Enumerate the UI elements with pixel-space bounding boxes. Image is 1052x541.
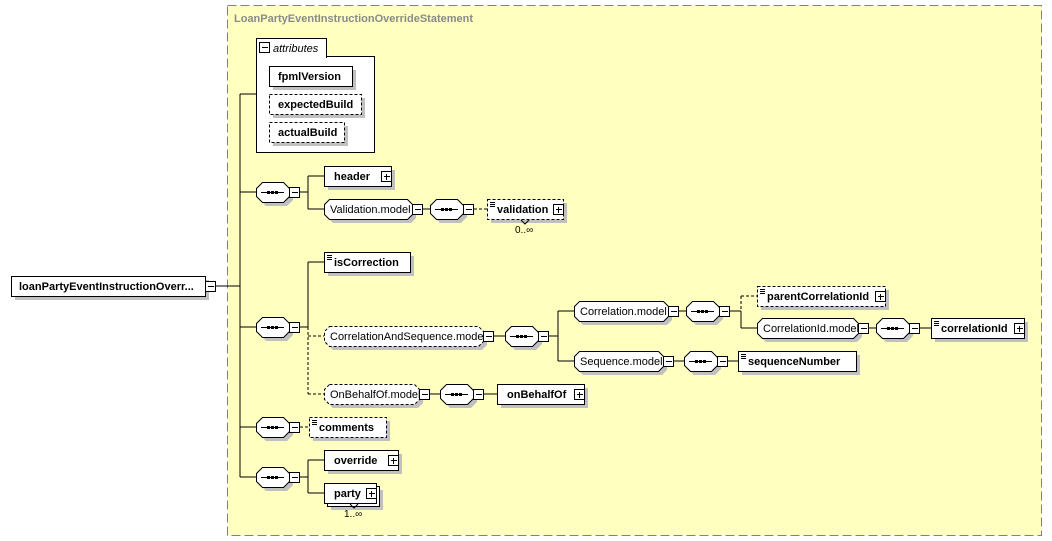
sequence-icon [881, 327, 904, 330]
group-sequence-model[interactable]: Sequence.model [574, 351, 668, 376]
sequence-compositor[interactable] [256, 467, 294, 492]
group-label: Validation.model [330, 204, 411, 216]
collapse-icon[interactable] [412, 204, 423, 215]
element-label: comments [319, 422, 374, 434]
collapse-icon[interactable] [909, 323, 920, 334]
collapse-icon[interactable] [289, 322, 300, 333]
sequence-compositor[interactable] [505, 326, 543, 351]
sequence-icon [261, 476, 284, 479]
group-validation-model[interactable]: Validation.model [324, 199, 417, 224]
connector-lines [216, 93, 931, 494]
sequence-compositor[interactable] [256, 317, 294, 342]
collapse-icon[interactable] [289, 472, 300, 483]
expand-icon[interactable] [574, 389, 585, 400]
attribute-actualBuild[interactable]: actualBuild [269, 122, 349, 147]
type-name: LoanPartyEventInstructionOverrideStateme… [234, 13, 473, 25]
attribute-fpmlVersion[interactable]: fpmlVersion [269, 66, 357, 91]
group-correlation-model[interactable]: Correlation.model [574, 301, 673, 326]
sequence-icon [261, 326, 284, 329]
expand-icon[interactable] [381, 171, 392, 182]
expand-icon[interactable] [1014, 323, 1025, 334]
sequence-compositor[interactable] [684, 351, 722, 376]
sequence-icon [435, 208, 458, 211]
simple-type-icon [741, 354, 746, 359]
element-override[interactable]: override [324, 450, 403, 475]
expand-icon[interactable] [875, 291, 886, 302]
element-label: parentCorrelationId [767, 291, 869, 303]
element-label: party [334, 488, 362, 500]
element-parent-correlation-id[interactable]: parentCorrelationId [757, 286, 890, 311]
collapse-icon[interactable] [463, 204, 474, 215]
sequence-compositor[interactable] [430, 199, 468, 224]
collapse-icon[interactable] [663, 356, 674, 367]
attributes-label: attributes [273, 43, 319, 55]
attribute-label: actualBuild [278, 127, 337, 139]
element-validation[interactable]: validation 0..∞ [487, 199, 568, 237]
occurrence-label: 0..∞ [515, 225, 533, 236]
collapse-icon[interactable] [473, 389, 484, 400]
element-label: onBehalfOf [507, 389, 567, 401]
sequence-icon [691, 310, 714, 313]
expand-icon[interactable] [553, 204, 564, 215]
sequence-compositor[interactable] [876, 318, 914, 343]
sequence-icon [261, 191, 284, 194]
collapse-icon[interactable] [538, 331, 549, 342]
sequence-compositor[interactable] [440, 384, 478, 409]
group-label: CorrelationId.model [763, 323, 859, 335]
sequence-icon [689, 360, 712, 363]
attribute-expectedBuild[interactable]: expectedBuild [269, 94, 366, 119]
element-label: validation [497, 204, 549, 216]
group-on-behalf-of-model[interactable]: OnBehalfOf.model [324, 384, 424, 409]
element-label: correlationId [941, 323, 1008, 335]
sequence-compositor[interactable] [686, 301, 724, 326]
group-label: OnBehalfOf.model [330, 389, 421, 401]
collapse-icon[interactable] [259, 42, 270, 53]
element-header[interactable]: header [324, 166, 396, 191]
attribute-label: fpmlVersion [278, 71, 341, 83]
element-label: override [334, 455, 377, 467]
sequence-compositor[interactable] [256, 182, 294, 207]
occurrence-marker [349, 503, 359, 509]
element-comments[interactable]: comments [309, 417, 391, 442]
simple-type-icon [934, 321, 939, 326]
collapse-icon[interactable] [858, 323, 869, 334]
simple-type-icon [760, 289, 765, 294]
expand-icon[interactable] [366, 488, 377, 499]
group-label: Correlation.model [580, 306, 667, 318]
occurrence-marker [520, 219, 530, 225]
group-correlation-id-model[interactable]: CorrelationId.model [757, 318, 863, 343]
expand-icon[interactable] [388, 455, 399, 466]
collapse-icon[interactable] [719, 306, 730, 317]
element-label: isCorrection [334, 257, 399, 269]
collapse-icon[interactable] [289, 422, 300, 433]
sequence-icon [261, 426, 284, 429]
element-label: header [334, 171, 371, 183]
attribute-label: expectedBuild [278, 99, 353, 111]
group-label: CorrelationAndSequence.model [330, 331, 486, 343]
occurrence-label: 1..∞ [344, 509, 362, 520]
group-label: Sequence.model [580, 356, 663, 368]
attributes-group: attributes fpmlVersion expectedBuild actual… [256, 38, 375, 153]
simple-type-icon [327, 255, 332, 260]
root-element-label: loanPartyEventInstructionOverr... [19, 281, 194, 293]
collapse-icon[interactable] [717, 356, 728, 367]
group-correlation-and-sequence-model[interactable]: CorrelationAndSequence.model [324, 326, 488, 351]
collapse-icon[interactable] [205, 281, 216, 292]
element-sequence-number[interactable]: sequenceNumber [738, 351, 861, 376]
collapse-icon[interactable] [668, 306, 679, 317]
sequence-icon [445, 393, 468, 396]
element-label: sequenceNumber [748, 356, 841, 368]
simple-type-icon [490, 202, 495, 207]
sequence-icon [510, 335, 533, 338]
element-on-behalf-of[interactable]: onBehalfOf [497, 384, 589, 409]
sequence-compositor[interactable] [256, 417, 294, 442]
element-is-correction[interactable]: isCorrection [324, 252, 415, 277]
collapse-icon[interactable] [289, 187, 300, 198]
collapse-icon[interactable] [483, 331, 494, 342]
collapse-icon[interactable] [419, 389, 430, 400]
element-correlation-id[interactable]: correlationId [931, 318, 1029, 343]
simple-type-icon [312, 420, 317, 425]
root-element[interactable]: loanPartyEventInstructionOverr... [11, 276, 210, 301]
